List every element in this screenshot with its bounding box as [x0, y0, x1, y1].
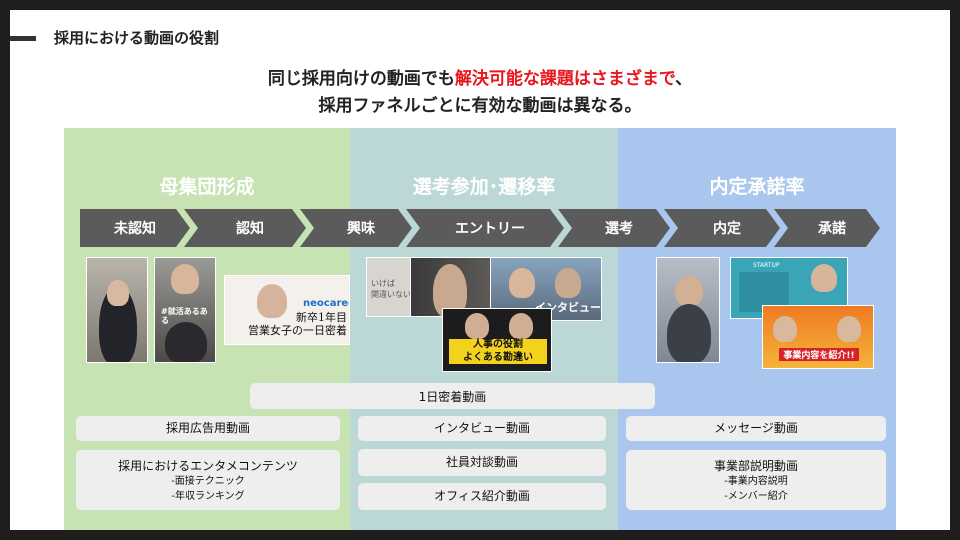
funnel-step-selection: 選考 [558, 209, 670, 247]
phase-label-2: 選考参加･遷移率 [412, 176, 556, 198]
face-image [509, 313, 533, 339]
video-type-recruit-ad: 採用広告用動画 [76, 416, 340, 441]
video-type-division-briefing: 事業部説明動画 -事業内容説明 -メンバー紹介 [626, 450, 886, 510]
video-thumbnail-2[interactable]: #就活あるある [154, 257, 216, 363]
thumbnail-logo: neocareer [303, 298, 349, 309]
funnel-step-accept: 承諾 [774, 209, 880, 247]
video-type-office-tour: オフィス紹介動画 [358, 483, 606, 510]
face-image [773, 316, 797, 342]
thumbnail-caption: 事業内容を紹介!! [779, 348, 859, 361]
face-image [675, 276, 703, 306]
video-type-interview: インタビュー動画 [358, 416, 606, 441]
pill-sublabel: -メンバー紹介 [724, 491, 788, 502]
person-image [165, 322, 207, 362]
pill-label: インタビュー動画 [433, 421, 530, 435]
video-type-entertainment: 採用におけるエンタメコンテンツ -面接テクニック -年収ランキング [76, 450, 340, 510]
pill-sublabel: -事業内容説明 [724, 476, 788, 487]
pill-sublabel: -年収ランキング [171, 491, 245, 502]
funnel-step-aware: 認知 [184, 209, 306, 247]
face-image [107, 280, 129, 306]
funnel-step-offer: 内定 [664, 209, 780, 247]
face-image [509, 268, 535, 298]
face-image [555, 268, 581, 298]
funnel-step-unaware: 未認知 [80, 209, 190, 247]
one-day-video-bar: 1日密着動画 [250, 383, 655, 409]
face-image [837, 316, 861, 342]
face-image [257, 284, 287, 318]
thumbnail-caption: 新卒1年目 営業女子の一日密着 [248, 311, 347, 337]
phase-label-1: 母集団形成 [159, 176, 255, 198]
thumbnail-caption: 人事の役割 よくある勘違い [449, 339, 547, 364]
video-type-employee-talk: 社員対談動画 [358, 449, 606, 476]
pill-label: 採用広告用動画 [165, 421, 250, 435]
pill-label: メッセージ動画 [714, 421, 798, 435]
pill-sublabel: -面接テクニック [171, 476, 245, 487]
video-thumbnail-6[interactable]: 人事の役割 よくある勘違い [442, 308, 552, 372]
pill-label: 事業部説明動画 [713, 459, 798, 473]
headline-prefix: 同じ採用向けの動画でも [267, 69, 455, 89]
face-image [811, 264, 837, 292]
face-image [433, 264, 467, 316]
funnel-step-entry: エントリー [406, 209, 564, 247]
phase-label-3: 内定承諾率 [709, 176, 805, 198]
pill-label: 社員対談動画 [445, 455, 518, 469]
thumbnail-caption: #就活あるある [161, 307, 208, 325]
face-image [171, 264, 199, 294]
headline-highlight: 解決可能な課題はさまざまで [454, 69, 676, 89]
video-thumbnail-7[interactable] [656, 257, 720, 363]
video-type-message: メッセージ動画 [626, 416, 886, 441]
video-thumbnail-9[interactable]: 事業内容を紹介!! [762, 305, 874, 369]
face-image [465, 313, 489, 339]
thumbnail-caption: いけば 関違いない [371, 279, 411, 299]
video-thumbnail-3[interactable]: neocareer 新卒1年目 営業女子の一日密着 [224, 275, 350, 345]
funnel-step-interest: 興味 [300, 209, 412, 247]
headline-suffix: 、 [675, 69, 693, 89]
thumbnail-caption: STARTUP [753, 262, 780, 269]
pill-label: 採用におけるエンタメコンテンツ [118, 459, 298, 473]
headline-line2: 採用ファネルごとに有効な動画は異なる。 [318, 96, 642, 116]
title-accent-bar [10, 36, 36, 41]
video-thumbnail-1[interactable] [86, 257, 148, 363]
headline-line1: 同じ採用向けの動画でも解決可能な課題はさまざまで、 [10, 64, 950, 89]
person-image [667, 304, 711, 362]
slide: 採用における動画の役割 同じ採用向けの動画でも解決可能な課題はさまざまで、 採用… [10, 10, 950, 530]
slide-title: 採用における動画の役割 [54, 29, 220, 47]
pill-label: オフィス紹介動画 [434, 489, 530, 503]
